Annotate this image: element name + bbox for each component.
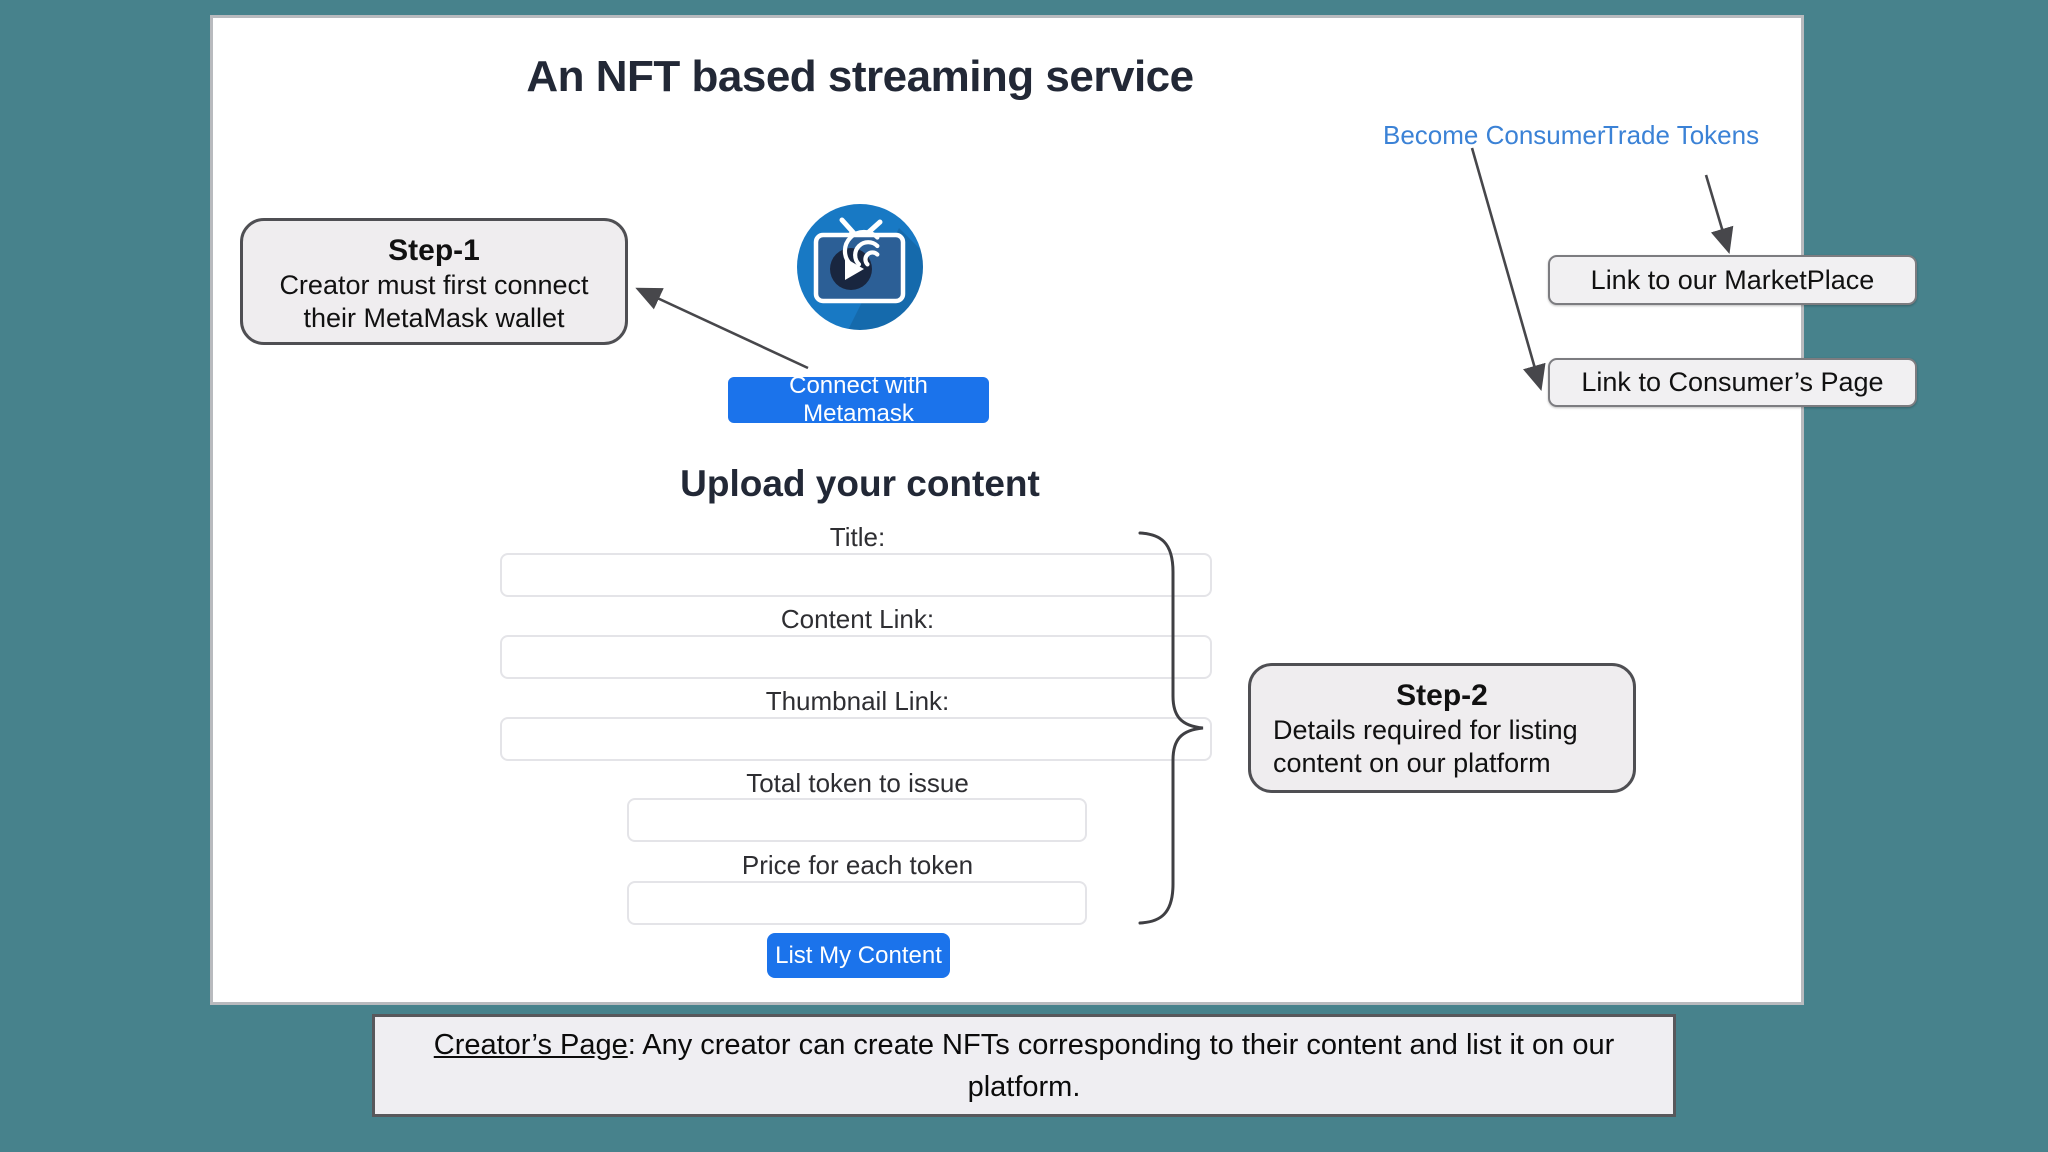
list-my-content-button[interactable]: List My Content bbox=[767, 933, 950, 978]
title-input[interactable] bbox=[500, 553, 1212, 597]
connect-metamask-button[interactable]: Connect with Metamask bbox=[728, 372, 989, 427]
total-token-input[interactable] bbox=[627, 798, 1087, 842]
caption-rest: : Any creator can create NFTs correspond… bbox=[627, 1028, 1615, 1103]
tv-play-logo-icon bbox=[795, 202, 925, 332]
nav-link-trade-tokens[interactable]: Trade Tokens bbox=[1603, 120, 1760, 150]
marketplace-link-callout: Link to our MarketPlace bbox=[1548, 255, 1917, 305]
step2-line1: Details required for listing bbox=[1273, 715, 1578, 745]
caption-text: Creator’s Page: Any creator can create N… bbox=[414, 1024, 1634, 1108]
price-token-input[interactable] bbox=[627, 881, 1087, 925]
step1-title: Step-1 bbox=[388, 234, 480, 267]
marketplace-link-label: Link to our MarketPlace bbox=[1590, 264, 1875, 295]
title-label: Title: bbox=[829, 522, 886, 552]
step2-title: Step-2 bbox=[1396, 679, 1488, 712]
consumer-page-link-callout: Link to Consumer’s Page bbox=[1548, 358, 1917, 407]
nav-link-become-consumer[interactable]: Become Consumer bbox=[1383, 120, 1606, 150]
step2-line2: content on our platform bbox=[1273, 748, 1551, 778]
thumbnail-link-input[interactable] bbox=[500, 717, 1212, 761]
step1-line2: their MetaMask wallet bbox=[303, 303, 565, 333]
consumer-link-label: Link to Consumer’s Page bbox=[1581, 367, 1884, 397]
step1-line1: Creator must first connect bbox=[279, 270, 589, 300]
content-link-input[interactable] bbox=[500, 635, 1212, 679]
total-token-label: Total token to issue bbox=[746, 768, 969, 798]
step2-callout: Step-2 Details required for listing cont… bbox=[1248, 663, 1636, 793]
caption-box: Creator’s Page: Any creator can create N… bbox=[372, 1014, 1676, 1117]
page-title: An NFT based streaming service bbox=[526, 52, 1194, 101]
step1-callout: Step-1 Creator must first connect their … bbox=[240, 218, 628, 345]
price-token-label: Price for each token bbox=[741, 850, 974, 880]
thumbnail-link-label: Thumbnail Link: bbox=[765, 686, 950, 716]
content-link-label: Content Link: bbox=[780, 604, 935, 634]
caption-lead: Creator’s Page bbox=[433, 1028, 628, 1061]
upload-section-heading: Upload your content bbox=[680, 463, 1040, 504]
